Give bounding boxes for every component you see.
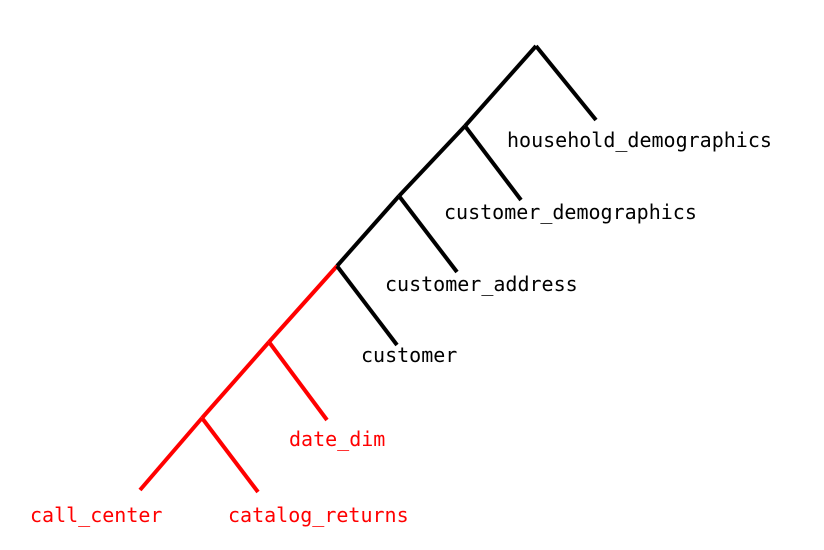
tree-edge-n1-n2	[397, 124, 467, 198]
leaf-label-household-demographics: household_demographics	[507, 128, 772, 152]
leaf-label-customer: customer	[361, 343, 457, 367]
tree-edge-n2-n3	[335, 194, 401, 268]
tree-edge-n4-date-dim	[267, 340, 329, 422]
tree-edge-n2-customer-address	[397, 194, 459, 274]
tree-labels: household_demographics customer_demograph…	[30, 128, 772, 527]
tree-edge-n5-call-center	[138, 416, 204, 492]
leaf-label-customer-address: customer_address	[385, 272, 578, 296]
leaf-label-date-dim: date_dim	[289, 427, 385, 451]
leaf-label-customer-demographics: customer_demographics	[444, 200, 697, 224]
tree-edge-n3-n4	[267, 264, 339, 344]
leaf-label-catalog-returns: catalog_returns	[228, 503, 409, 527]
tree-edge-root-n1	[463, 44, 538, 128]
tree-edge-n3-customer	[335, 264, 399, 347]
tree-edge-n1-customer-demographics	[463, 124, 523, 202]
tree-edge-root-household-demographics	[534, 44, 598, 122]
leaf-label-call-center: call_center	[30, 503, 162, 527]
tree-edge-n5-catalog-returns	[200, 416, 260, 494]
tree-edge-n4-n5	[200, 340, 271, 420]
tree-edges	[138, 44, 598, 494]
